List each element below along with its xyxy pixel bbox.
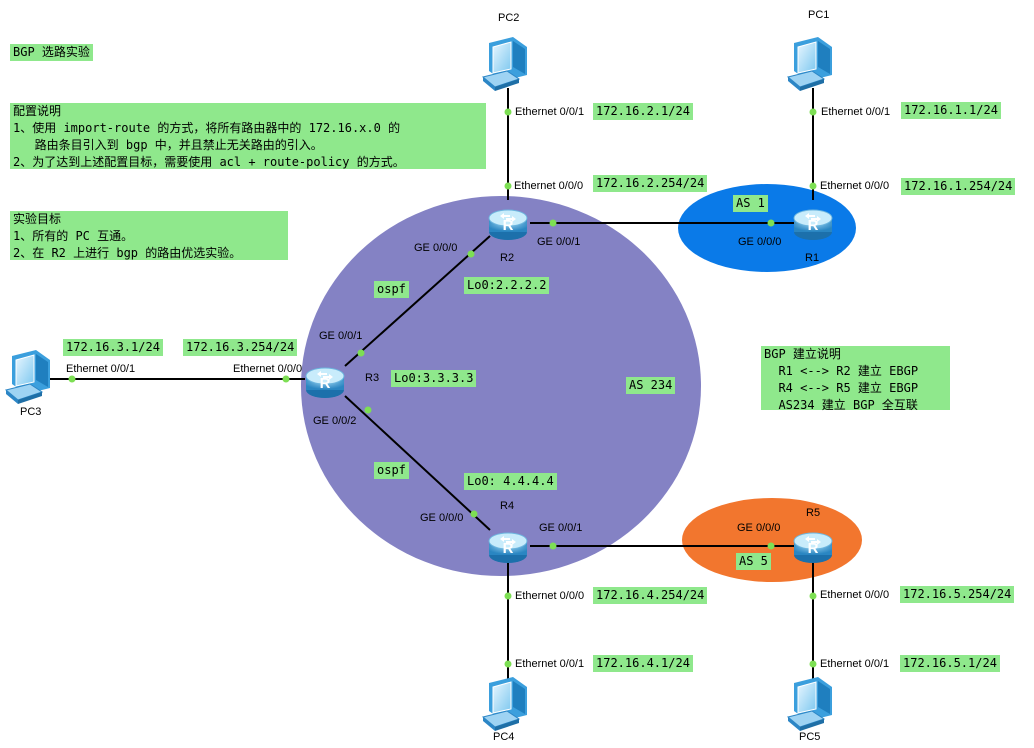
pc3-name: PC3 — [20, 406, 42, 418]
r2-ge000-label: GE 0/0/0 — [414, 242, 458, 254]
pc2-icon[interactable] — [482, 36, 528, 92]
port-dot — [809, 108, 817, 116]
port-dot — [504, 182, 512, 190]
pc5-icon[interactable] — [787, 676, 833, 732]
r1-ge000-label: GE 0/0/0 — [738, 236, 782, 248]
pc4-name: PC4 — [493, 731, 515, 743]
r3-loopback-label: Lo0:3.3.3.3 — [391, 370, 477, 387]
r2-eth-ip-label: 172.16.2.254/24 — [593, 175, 708, 192]
port-dot — [470, 510, 478, 518]
r5-ge000-label: GE 0/0/0 — [737, 522, 781, 534]
r4-loopback-label: Lo0: 4.4.4.4 — [464, 473, 557, 490]
r3-eth-interface-label: Ethernet 0/0/0 — [233, 363, 303, 375]
r2-eth-interface-label: Ethernet 0/0/0 — [514, 180, 584, 192]
r3-name: R3 — [365, 372, 380, 384]
pc1-icon[interactable] — [787, 36, 833, 92]
r1-eth-ip-label: 172.16.1.254/24 — [901, 178, 1016, 195]
pc1-name: PC1 — [808, 9, 830, 21]
as1-label: AS 1 — [733, 195, 768, 212]
pc1-ip-label: 172.16.1.1/24 — [901, 102, 1001, 119]
port-dot — [364, 406, 372, 414]
port-dot — [767, 219, 775, 227]
router-r1-icon[interactable] — [793, 209, 833, 241]
pc5-interface-label: Ethernet 0/0/1 — [820, 658, 890, 670]
pc4-icon[interactable] — [482, 676, 528, 732]
port-dots — [68, 108, 817, 668]
port-dot — [767, 542, 775, 550]
r5-name: R5 — [806, 507, 821, 519]
as1-area — [678, 184, 856, 272]
goal-note: 实验目标 1、所有的 PC 互通。 2、在 R2 上进行 bgp 的路由优选实验… — [10, 211, 288, 260]
r4-eth-interface-label: Ethernet 0/0/0 — [515, 590, 585, 602]
r2-loopback-label: Lo0:2.2.2.2 — [464, 277, 550, 294]
router-r3-icon[interactable] — [305, 367, 345, 399]
r2-name: R2 — [500, 252, 515, 264]
port-dot — [549, 219, 557, 227]
pc1-interface-label: Ethernet 0/0/1 — [821, 106, 891, 118]
port-dot — [809, 660, 817, 668]
link-r2-r3 — [344, 235, 491, 367]
r1-eth-interface-label: Ethernet 0/0/0 — [820, 180, 890, 192]
r4-eth-ip-label: 172.16.4.254/24 — [593, 587, 708, 604]
pc4-interface-label: Ethernet 0/0/1 — [515, 658, 585, 670]
pc3-ip-label: 172.16.3.1/24 — [63, 339, 163, 356]
lab-title-note: BGP 选路实验 — [10, 44, 93, 61]
link-r3-r4 — [344, 395, 491, 531]
router-r2-icon[interactable] — [488, 209, 528, 241]
r5-eth-interface-label: Ethernet 0/0/0 — [820, 589, 890, 601]
pc2-interface-label: Ethernet 0/0/1 — [515, 106, 585, 118]
port-dot — [549, 542, 557, 550]
pc4-ip-label: 172.16.4.1/24 — [593, 655, 693, 672]
port-dot — [809, 592, 817, 600]
pc2-ip-label: 172.16.2.1/24 — [593, 103, 693, 120]
bgp-note: BGP 建立说明 R1 <--> R2 建立 EBGP R4 <--> R5 建… — [761, 346, 950, 412]
port-dot — [809, 182, 817, 190]
pc5-name: PC5 — [799, 731, 821, 743]
ospf-lower-label: ospf — [374, 462, 409, 479]
pc3-interface-label: Ethernet 0/0/1 — [66, 363, 136, 375]
pc2-name: PC2 — [498, 12, 520, 24]
r3-ge002-label: GE 0/0/2 — [313, 415, 357, 427]
router-r5-icon[interactable] — [793, 532, 833, 564]
port-dot — [504, 108, 512, 116]
as5-area — [682, 498, 862, 582]
as5-label: AS 5 — [736, 553, 771, 570]
port-dot — [504, 660, 512, 668]
port-dot — [467, 250, 475, 258]
r4-ge001-label: GE 0/0/1 — [539, 522, 583, 534]
r3-ge001-label: GE 0/0/1 — [319, 330, 363, 342]
as234-label: AS 234 — [626, 377, 676, 394]
port-dot — [504, 592, 512, 600]
r4-ge000-label: GE 0/0/0 — [420, 512, 464, 524]
r1-name: R1 — [805, 252, 820, 264]
ospf-upper-label: ospf — [374, 281, 409, 298]
port-dot — [282, 375, 290, 383]
r2-ge001-label: GE 0/0/1 — [537, 236, 581, 248]
router-r4-icon[interactable] — [488, 532, 528, 564]
r5-eth-ip-label: 172.16.5.254/24 — [900, 586, 1015, 603]
pc3-icon[interactable] — [5, 349, 51, 405]
r4-name: R4 — [500, 500, 515, 512]
port-dot — [68, 375, 76, 383]
port-dot — [357, 349, 365, 357]
config-note: 配置说明 1、使用 import-route 的方式，将所有路由器中的 172.… — [10, 103, 486, 169]
r3-eth-ip-label: 172.16.3.254/24 — [183, 339, 298, 356]
pc5-ip-label: 172.16.5.1/24 — [900, 655, 1000, 672]
